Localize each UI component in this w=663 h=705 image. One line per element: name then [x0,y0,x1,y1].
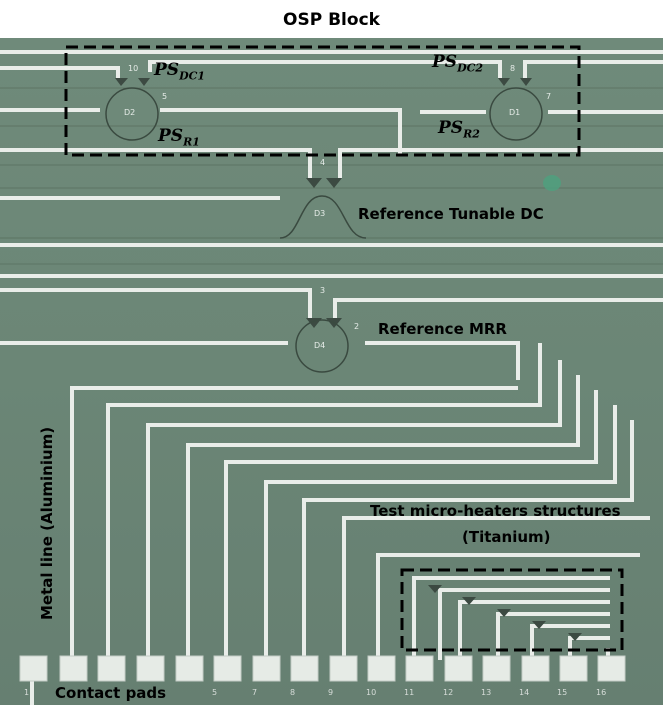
label-ps-dc2: PSDC2 [432,52,483,74]
pad-number: 15 [557,688,568,697]
label-ps-dc1: PSDC1 [154,60,205,82]
device-number-5: 5 [162,92,168,101]
label-ps-r2: PSR2 [438,118,480,140]
label-reference-tunable-dc: Reference Tunable DC [358,205,544,223]
label-test-heaters: Test micro-heaters structures [370,502,621,520]
ps-dc1-base: PS [154,60,180,80]
label-test-heaters-material: (Titanium) [462,528,551,546]
ps-dc1-sub: DC1 [179,69,206,83]
pad-number: 16 [596,688,607,697]
device-label-d4: D4 [314,341,326,350]
ps-dc2-base: PS [432,52,458,72]
ps-r2-sub: R2 [463,127,480,141]
pad-number: 8 [290,688,296,697]
device-label-d1: D1 [509,108,521,117]
label-reference-mrr: Reference MRR [378,320,507,338]
device-number-10: 10 [128,64,139,73]
device-number-7: 7 [546,92,552,101]
device-label-d3: D3 [314,209,326,218]
device-number-8: 8 [510,64,516,73]
pad-number: 5 [212,688,218,697]
ps-dc2-sub: DC2 [457,61,484,75]
device-number-3: 3 [320,286,326,295]
pad-number: 11 [404,688,415,697]
label-ps-r1: PSR1 [158,126,200,148]
pad-number: 9 [328,688,334,697]
ps-r1-sub: R1 [183,135,200,149]
pad-number: 12 [443,688,454,697]
pad-number: 10 [366,688,377,697]
pad-number: 1 [24,688,30,697]
label-metal-line: Metal line (Aluminium) [38,426,56,620]
ps-r2-base: PS [438,118,464,138]
pad-number: 7 [252,688,258,697]
device-number-2: 2 [354,322,360,331]
ps-r1-base: PS [158,126,184,146]
label-contact-pads: Contact pads [55,684,167,702]
device-label-d2: D2 [124,108,136,117]
device-number-4: 4 [320,158,326,167]
figure-title: OSP Block [283,10,380,30]
pad-number: 13 [481,688,492,697]
pad-number: 14 [519,688,530,697]
